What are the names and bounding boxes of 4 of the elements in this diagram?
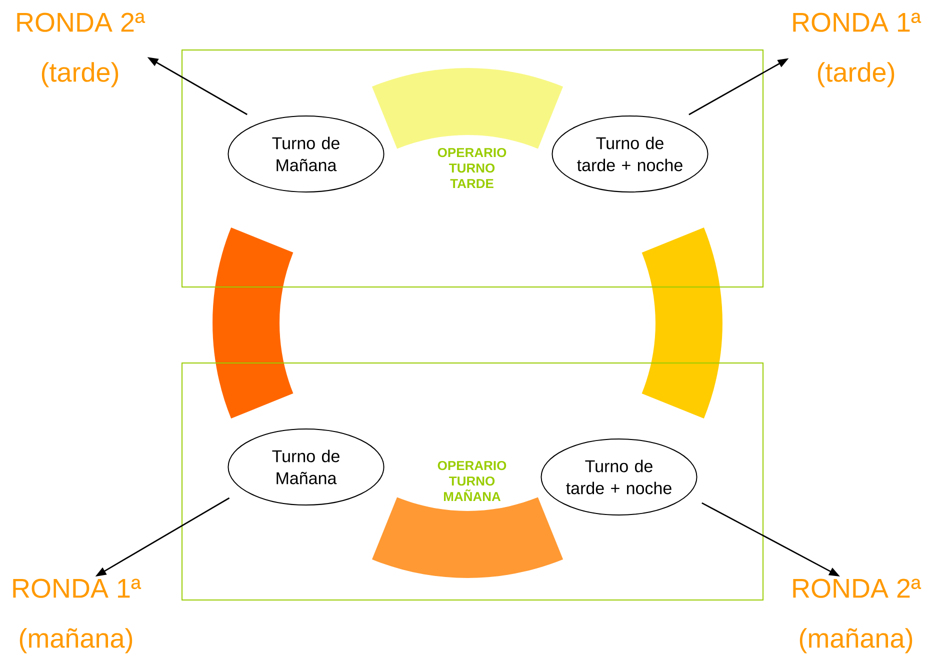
round-label: RONDA 1ª (mañana): [13, 578, 142, 654]
round-label: RONDA 2ª (tarde): [17, 12, 146, 88]
round-label: RONDA 1ª (tarde): [793, 12, 922, 88]
round-label: RONDA 2ª (mañana): [793, 578, 922, 654]
